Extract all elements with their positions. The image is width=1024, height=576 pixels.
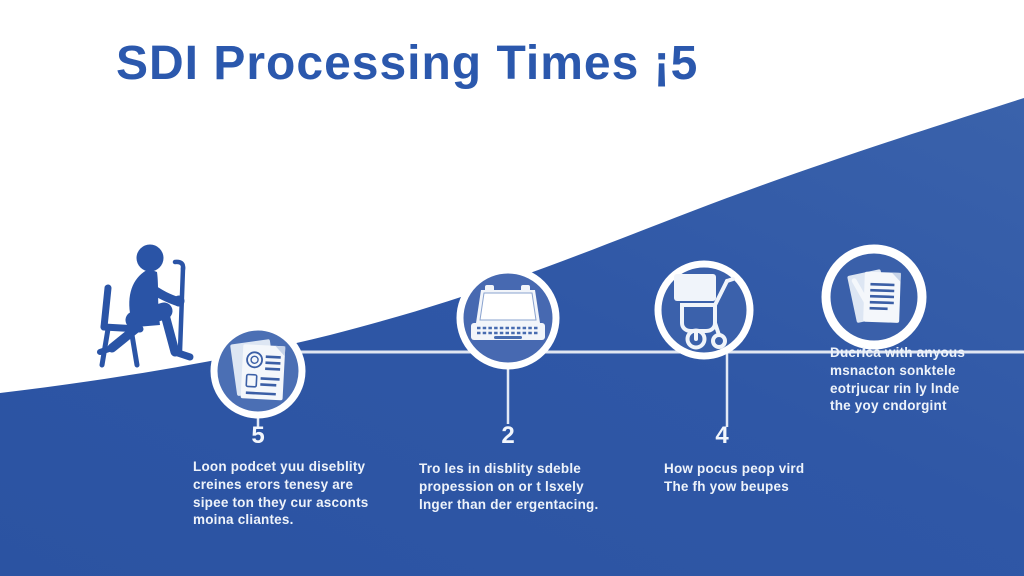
step-2-description: Tro les in disblity sdeble propession on…	[419, 461, 599, 512]
stroller-icon	[674, 274, 735, 350]
step-3-description: How pocus peop vird The fh yow beupes	[664, 461, 805, 494]
step-2-number: 2	[501, 422, 515, 449]
step-4-circle	[821, 244, 927, 350]
document-pen-icon	[847, 269, 901, 323]
step-1-number: 5	[251, 422, 265, 449]
step-4-description: Duerica with anyous msnacton sonktele eo…	[830, 345, 966, 414]
laptop-icon	[471, 285, 545, 340]
step-3-number: 4	[715, 422, 729, 449]
seated-person-with-cane-illustration	[97, 244, 194, 368]
page-title: SDI Processing Times ¡5	[116, 37, 699, 90]
fingerprint-documents-icon	[230, 339, 286, 401]
step-1-circle	[210, 323, 306, 419]
step-2-circle	[456, 266, 560, 370]
step-1-description: Loon podcet yuu diseblity creines erors …	[193, 459, 369, 528]
step-3-circle	[654, 260, 754, 360]
